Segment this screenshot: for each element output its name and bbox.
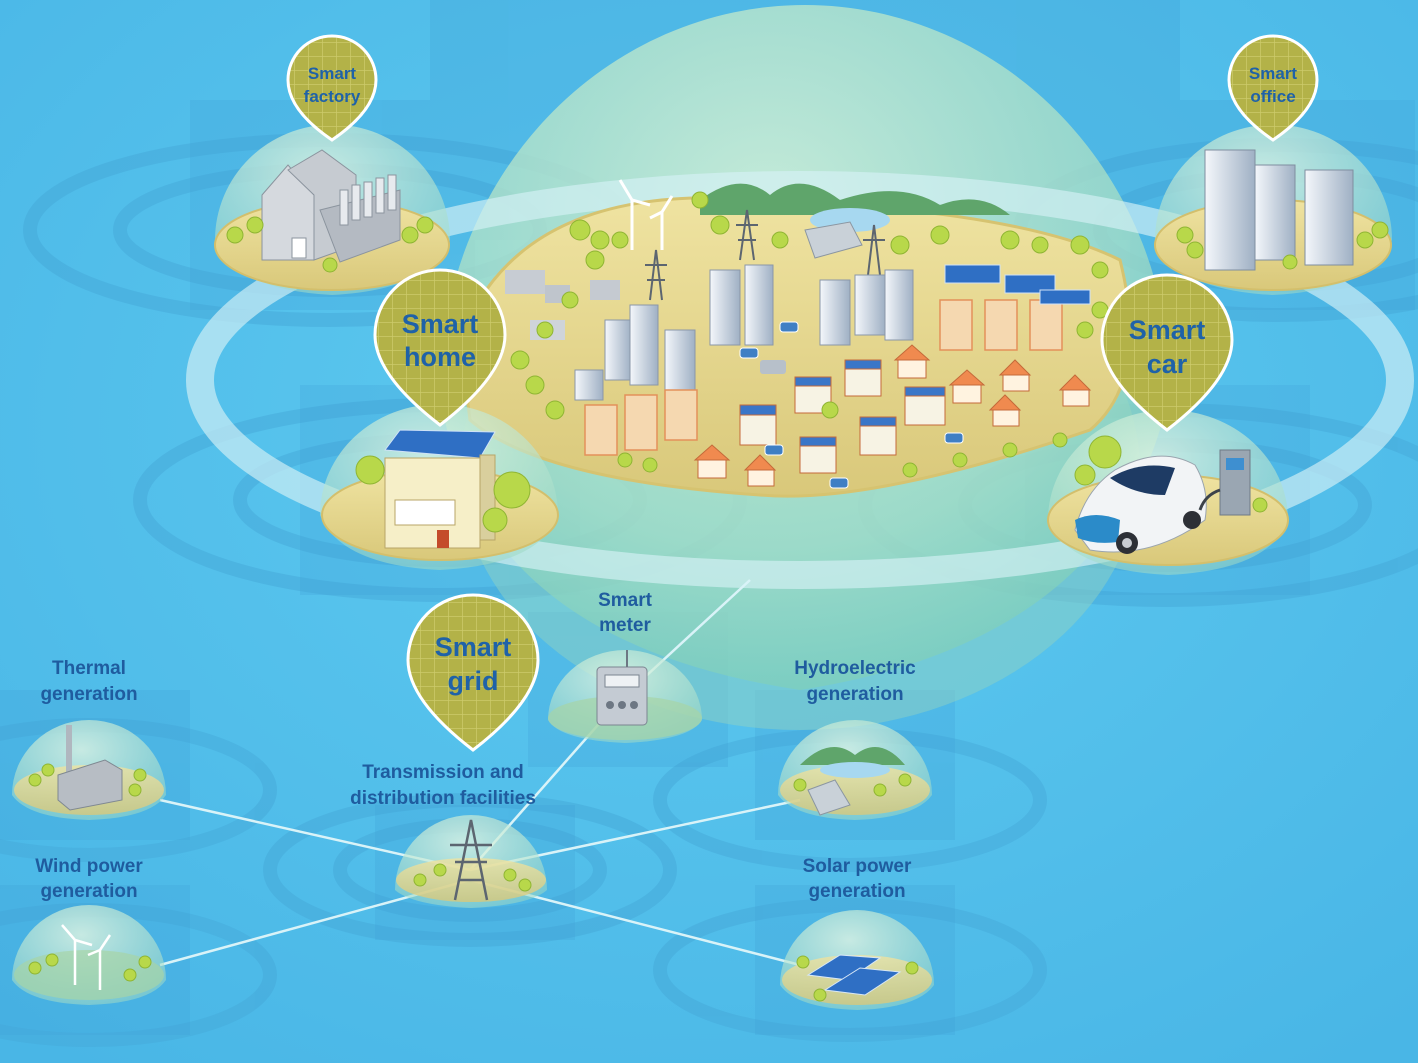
smart-home-area [320,404,559,570]
pin-smart-home-line1: Smart [402,309,479,339]
caption-thermal-line1: Thermal [52,658,126,679]
hydroelectric-generation-area [778,720,932,820]
pin-smart-car: Smart car [1100,273,1234,432]
solar-power-area [780,910,934,1010]
caption-hydro-line2: generation [806,684,903,705]
pin-smart-office-line2: office [1250,87,1295,106]
caption-hydro: Hydroelectric generation [794,658,916,705]
power-pylon-icon [450,819,492,901]
factory-icon [261,149,401,263]
caption-thermal: Thermal generation [40,658,137,705]
pin-smart-home: Smart home [373,268,507,427]
smart-factory-area [214,124,450,295]
caption-hydro-line1: Hydroelectric [794,658,916,679]
caption-transmission-line1: Transmission and [362,762,524,783]
thermal-generation-area [12,720,166,820]
pin-smart-grid-line1: Smart [435,632,512,662]
caption-transmission: Transmission and distribution facilities [350,762,536,809]
thermal-plant-icon [57,725,123,811]
caption-smart-meter: Smart meter [598,590,653,636]
caption-solar-line2: generation [808,881,905,902]
wind-power-area [12,905,166,1005]
caption-wind: Wind power generation [35,856,143,902]
pin-smart-grid-line2: grid [448,666,499,696]
pin-smart-factory: Smart factory [286,34,378,142]
caption-wind-line1: Wind power [35,856,143,877]
charging-station-icon [1198,449,1251,516]
city-island [458,179,1132,498]
dam-icon [807,779,851,816]
smart-meter-icon [596,650,648,726]
pin-smart-grid: Smart grid [406,593,540,752]
caption-smart-meter-line1: Smart [598,590,653,611]
pin-smart-office: Smart office [1227,34,1319,142]
solar-panel-icon [806,954,902,996]
caption-solar: Solar power generation [803,856,912,902]
pin-smart-car-line2: car [1147,349,1188,379]
smart-meter-area [548,650,702,743]
pin-smart-home-line2: home [404,342,476,372]
smart-car-area [1047,410,1289,575]
dam-icon [804,221,863,259]
wind-turbine-icon [618,179,674,250]
smart-office-area [1154,124,1392,295]
caption-thermal-line2: generation [40,684,137,705]
wind-turbine-icon [61,924,112,990]
electric-car-icon [1074,455,1207,554]
caption-wind-line2: generation [40,881,137,902]
caption-transmission-line2: distribution facilities [350,788,536,809]
transmission-area [395,815,547,908]
caption-smart-meter-line2: meter [599,615,651,636]
pin-smart-office-line1: Smart [1249,64,1298,83]
pin-smart-car-line1: Smart [1129,315,1206,345]
pin-smart-factory-line2: factory [304,87,361,106]
power-pylon-icon [645,209,885,301]
solar-panel-icon [944,264,1091,305]
house-icon [384,429,496,549]
office-building-icon [1204,149,1354,271]
caption-solar-line1: Solar power [803,856,912,877]
pin-smart-factory-line1: Smart [308,64,357,83]
